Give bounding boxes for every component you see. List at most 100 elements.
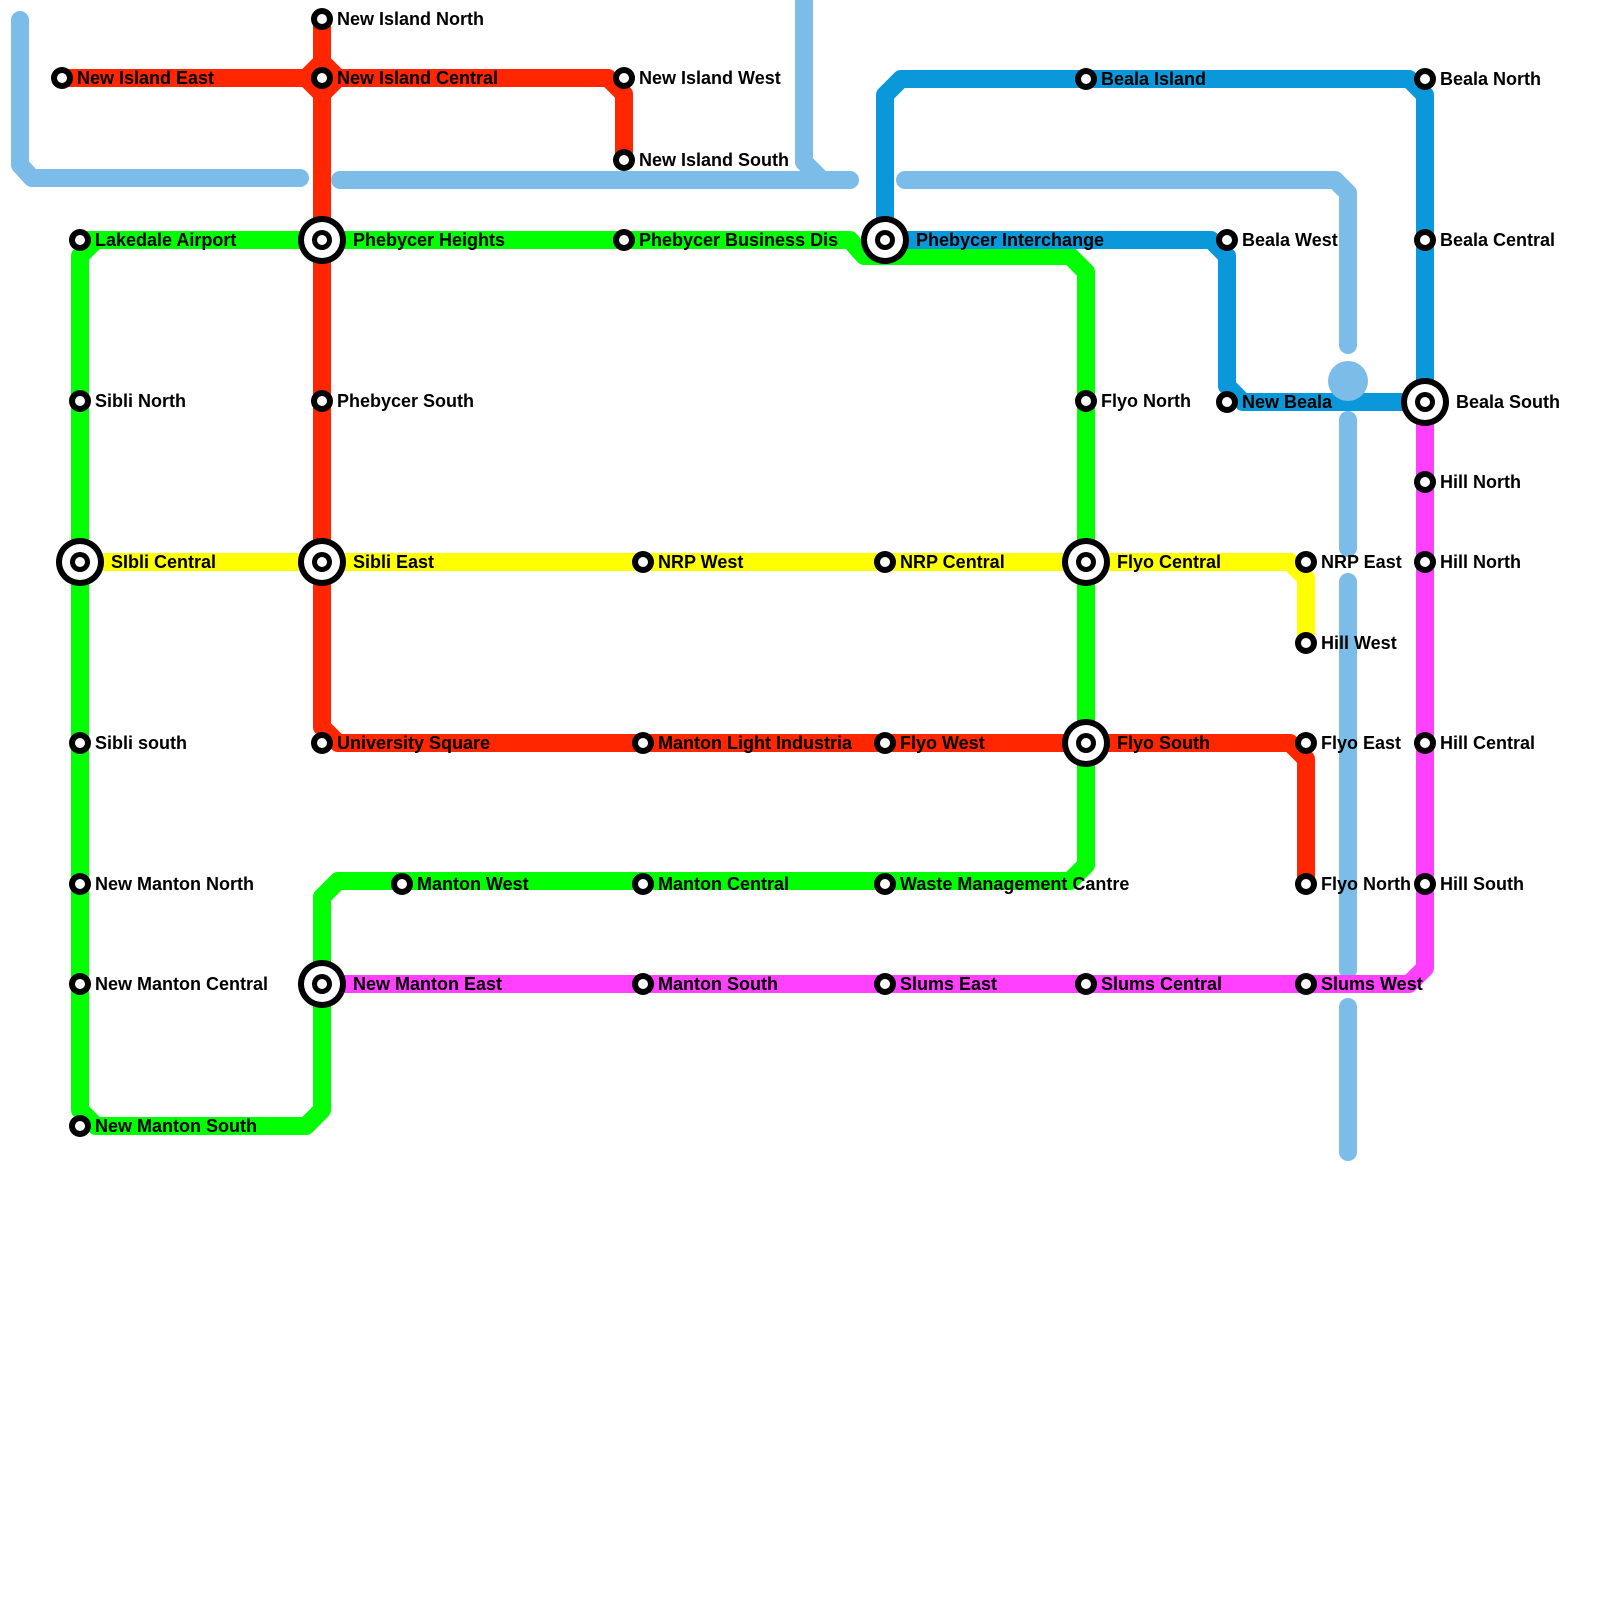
label-waste-management-centre: Waste Management Cantre <box>900 874 1129 894</box>
station-new-island-east[interactable] <box>51 67 73 89</box>
blue-line-b <box>876 231 1434 411</box>
label-new-island-north: New Island North <box>337 9 484 29</box>
station-new-manton-north[interactable] <box>69 873 91 895</box>
red-line-d <box>313 69 347 103</box>
label-new-island-south: New Island South <box>639 150 789 170</box>
station-flyo-east[interactable] <box>1295 732 1317 754</box>
station-phebycer-south[interactable] <box>311 390 333 412</box>
station-sibli-central[interactable] <box>56 538 104 586</box>
label-phebycer-south: Phebycer South <box>337 391 474 411</box>
lightblue-disc <box>1328 361 1368 401</box>
station-flyo-south[interactable] <box>1062 719 1110 767</box>
label-new-manton-central: New Manton Central <box>95 974 268 994</box>
station-phebycer-heights[interactable] <box>298 216 346 264</box>
station-hill-north-1[interactable] <box>1414 471 1436 493</box>
station-manton-west[interactable] <box>391 873 413 895</box>
lightblue-line-c <box>795 0 829 187</box>
station-slums-central[interactable] <box>1075 973 1097 995</box>
label-manton-light-industrial: Manton Light Industria <box>658 733 853 753</box>
label-phebycer-heights: Phebycer Heights <box>353 230 505 250</box>
label-new-island-central: New Island Central <box>337 68 498 88</box>
green-line-a <box>71 231 1095 1135</box>
blue-line <box>876 70 1434 411</box>
label-nrp-east: NRP East <box>1321 552 1402 572</box>
station-nrp-west[interactable] <box>632 551 654 573</box>
label-beala-island: Beala Island <box>1101 69 1206 89</box>
label-new-island-east: New Island East <box>77 68 214 88</box>
station-hill-central[interactable] <box>1414 732 1436 754</box>
yellow-line <box>71 553 1315 652</box>
label-hill-central: Hill Central <box>1440 733 1535 753</box>
station-new-island-central[interactable] <box>311 67 333 89</box>
label-slums-central: Slums Central <box>1101 974 1222 994</box>
label-new-manton-south: New Manton South <box>95 1116 257 1136</box>
station-hill-south[interactable] <box>1414 873 1436 895</box>
station-beala-central[interactable] <box>1414 229 1436 251</box>
label-sibli-central: SIbli Central <box>111 552 216 572</box>
station-sibli-north[interactable] <box>69 390 91 412</box>
station-lakedale-airport[interactable] <box>69 229 91 251</box>
station-flyo-north[interactable] <box>1075 390 1097 412</box>
label-flyo-east: Flyo East <box>1321 733 1401 753</box>
station-manton-south[interactable] <box>632 973 654 995</box>
station-sibli-south[interactable] <box>69 732 91 754</box>
station-slums-west[interactable] <box>1295 973 1317 995</box>
label-sibli-east: Sibli East <box>353 552 434 572</box>
red-line-c <box>297 69 1315 893</box>
label-flyo-central: Flyo Central <box>1117 552 1221 572</box>
label-hill-north-2: Hill North <box>1440 552 1521 572</box>
station-manton-light-industrial[interactable] <box>632 732 654 754</box>
station-beala-north[interactable] <box>1414 68 1436 90</box>
label-sibli-north: Sibli North <box>95 391 186 411</box>
label-phebycer-interchange: Phebycer Interchange <box>916 230 1104 250</box>
station-new-island-north[interactable] <box>311 8 333 30</box>
label-new-island-west: New Island West <box>639 68 781 88</box>
station-new-island-west[interactable] <box>613 67 635 89</box>
lightblue-line-a <box>11 11 309 187</box>
station-flyo-north-2[interactable] <box>1295 873 1317 895</box>
label-flyo-north: Flyo North <box>1101 391 1191 411</box>
label-hill-south: Hill South <box>1440 874 1524 894</box>
station-new-island-south[interactable] <box>613 149 635 171</box>
station-waste-management-centre[interactable] <box>874 873 896 895</box>
lightblue-line-d <box>896 171 1357 354</box>
label-slums-east: Slums East <box>900 974 997 994</box>
label-beala-west: Beala West <box>1242 230 1338 250</box>
label-manton-west: Manton West <box>417 874 529 894</box>
station-new-beala[interactable] <box>1216 391 1238 413</box>
label-flyo-north-2: Flyo North <box>1321 874 1411 894</box>
station-nrp-central[interactable] <box>874 551 896 573</box>
label-new-manton-east: New Manton East <box>353 974 502 994</box>
label-new-manton-north: New Manton North <box>95 874 254 894</box>
station-new-manton-east[interactable] <box>298 960 346 1008</box>
station-beala-south[interactable] <box>1401 378 1449 426</box>
label-slums-west: Slums West <box>1321 974 1423 994</box>
magenta-line <box>313 393 1434 993</box>
station-slums-east[interactable] <box>874 973 896 995</box>
station-beala-island[interactable] <box>1075 68 1097 90</box>
station-sibli-east[interactable] <box>298 538 346 586</box>
label-flyo-west: Flyo West <box>900 733 985 753</box>
label-manton-south: Manton South <box>658 974 778 994</box>
station-hill-north-2[interactable] <box>1414 551 1436 573</box>
station-flyo-west[interactable] <box>874 732 896 754</box>
label-nrp-central: NRP Central <box>900 552 1005 572</box>
station-new-manton-south[interactable] <box>69 1115 91 1137</box>
label-beala-south: Beala South <box>1456 392 1560 412</box>
station-phebycer-business-district[interactable] <box>613 229 635 251</box>
station-hill-west[interactable] <box>1295 632 1317 654</box>
label-lakedale-airport: Lakedale Airport <box>95 230 236 250</box>
label-beala-north: Beala North <box>1440 69 1541 89</box>
station-phebycer-interchange[interactable] <box>861 216 909 264</box>
station-university-square[interactable] <box>311 732 333 754</box>
station-flyo-central[interactable] <box>1062 538 1110 586</box>
station-beala-west[interactable] <box>1216 229 1238 251</box>
label-hill-north-1: Hill North <box>1440 472 1521 492</box>
label-university-square: University Square <box>337 733 490 753</box>
station-manton-central[interactable] <box>632 873 654 895</box>
label-beala-central: Beala Central <box>1440 230 1555 250</box>
station-nrp-east[interactable] <box>1295 551 1317 573</box>
label-sibli-south: Sibli south <box>95 733 187 753</box>
station-new-manton-central[interactable] <box>69 973 91 995</box>
